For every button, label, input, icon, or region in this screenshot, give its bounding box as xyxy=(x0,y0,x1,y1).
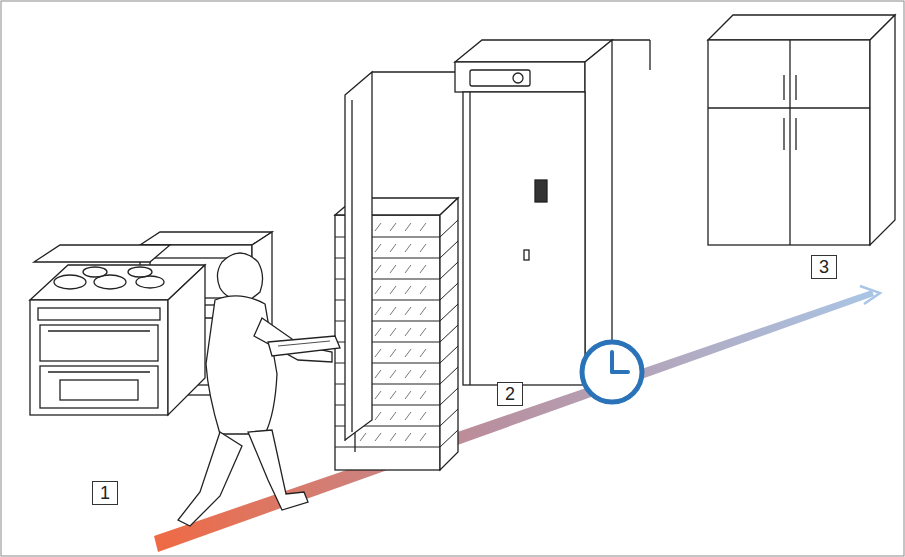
refrigerator xyxy=(708,15,895,245)
clock-icon xyxy=(582,342,642,402)
worker xyxy=(178,253,340,526)
stove xyxy=(30,245,205,415)
callout-number: 1 xyxy=(92,481,118,505)
callout-number: 2 xyxy=(497,382,523,406)
blast-chiller xyxy=(345,40,650,440)
callout-number: 3 xyxy=(811,255,837,279)
